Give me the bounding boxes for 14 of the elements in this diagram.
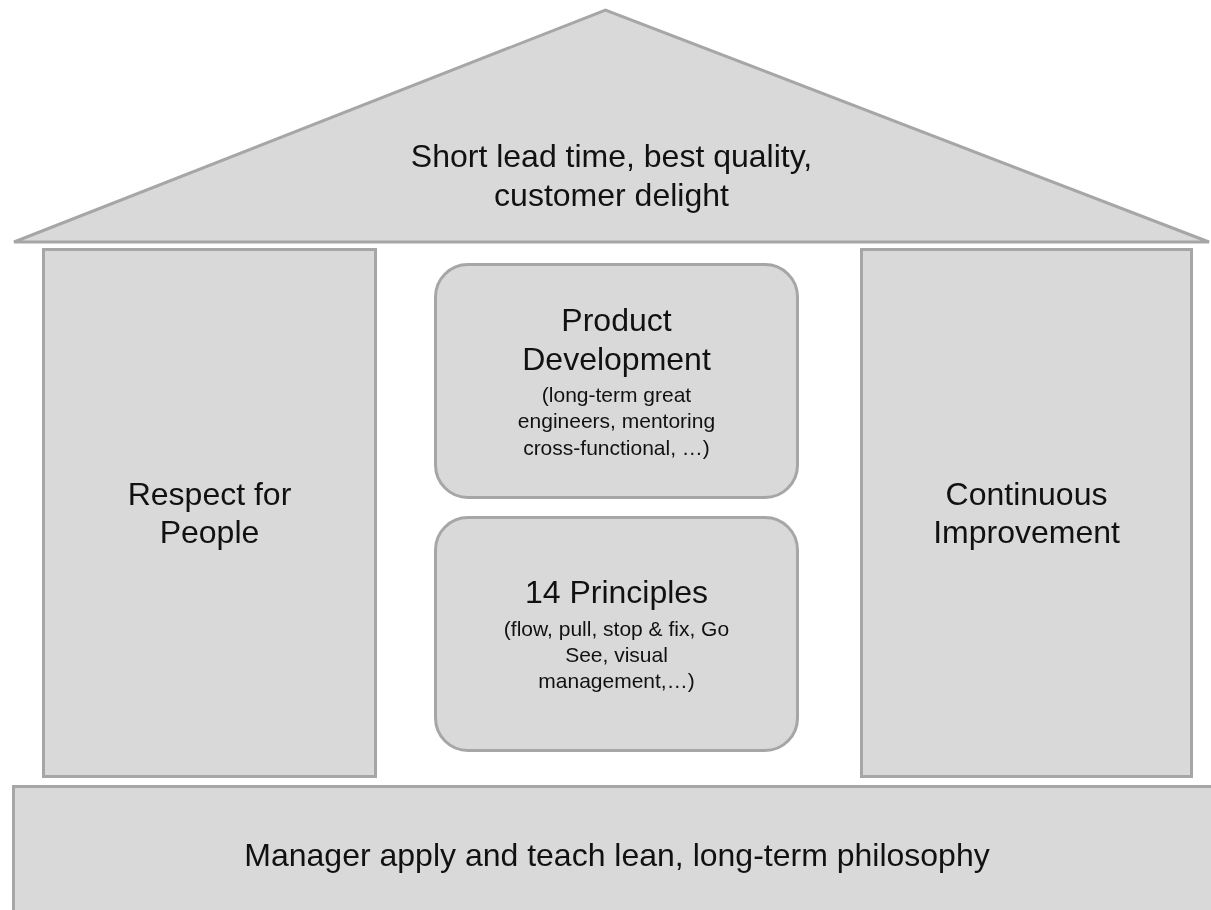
pillar-box (860, 248, 1193, 778)
pillar-box (42, 248, 377, 778)
body-text: (long-term great engineers, mentoring cross-functional, …) (516, 382, 717, 461)
heading-text: Short lead time, best quality, customer delight (409, 137, 814, 214)
foundation-box (12, 785, 1211, 910)
rounded-box (434, 516, 799, 752)
heading-text: Manager apply and teach lean, long-term philosophy (244, 835, 990, 875)
roof-triangle (12, 8, 1211, 244)
body-text: (flow, pull, stop & fix, Go See, visual management,…) (502, 615, 731, 695)
rounded-box (434, 263, 799, 499)
heading-text: Continuous Improvement (932, 474, 1121, 552)
heading-text: Product Development (521, 301, 712, 378)
heading-text: Respect for People (126, 474, 293, 552)
heading-text: 14 Principles (523, 573, 710, 612)
